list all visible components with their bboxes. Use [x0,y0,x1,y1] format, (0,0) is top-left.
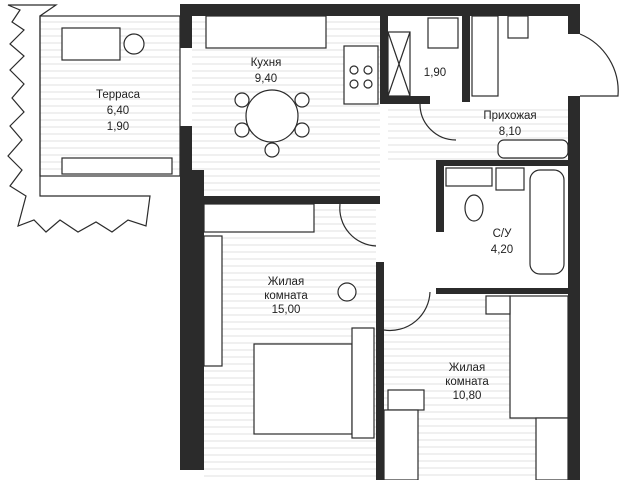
hall-area: 8,10 [499,126,521,138]
walls [180,4,580,480]
terrace-outline [39,15,181,177]
terrace-name: Терраса [96,89,141,101]
terrace-greenery [7,4,151,233]
living1-name-l1: Жилая [268,276,304,288]
bath-fixtures [445,167,565,275]
dining-table [245,89,299,143]
terrace-table [123,33,145,55]
bath-name: С/У [493,228,513,240]
kitchen-fixtures [205,15,379,158]
terrace-sofa [61,27,121,61]
terrace-extra: 1,90 [107,121,129,133]
living1-name-l2: комната [264,290,308,302]
hall-fixtures [387,15,619,159]
living1-area: 15,00 [272,304,301,316]
living2-name-l1: Жилая [449,362,485,374]
living1-fixtures [203,203,431,439]
kitchen-area: 9,40 [255,73,277,85]
living2-area: 10,80 [453,390,482,402]
living2-name-l2: комната [445,376,489,388]
storage-area: 1,90 [424,67,446,79]
hall-name: Прихожая [483,110,536,122]
terrace-bench [61,157,173,175]
living2-fixtures [383,295,569,480]
kitchen-name: Кухня [251,57,282,69]
terrace-area: 6,40 [107,105,129,117]
bath-area: 4,20 [491,244,513,256]
